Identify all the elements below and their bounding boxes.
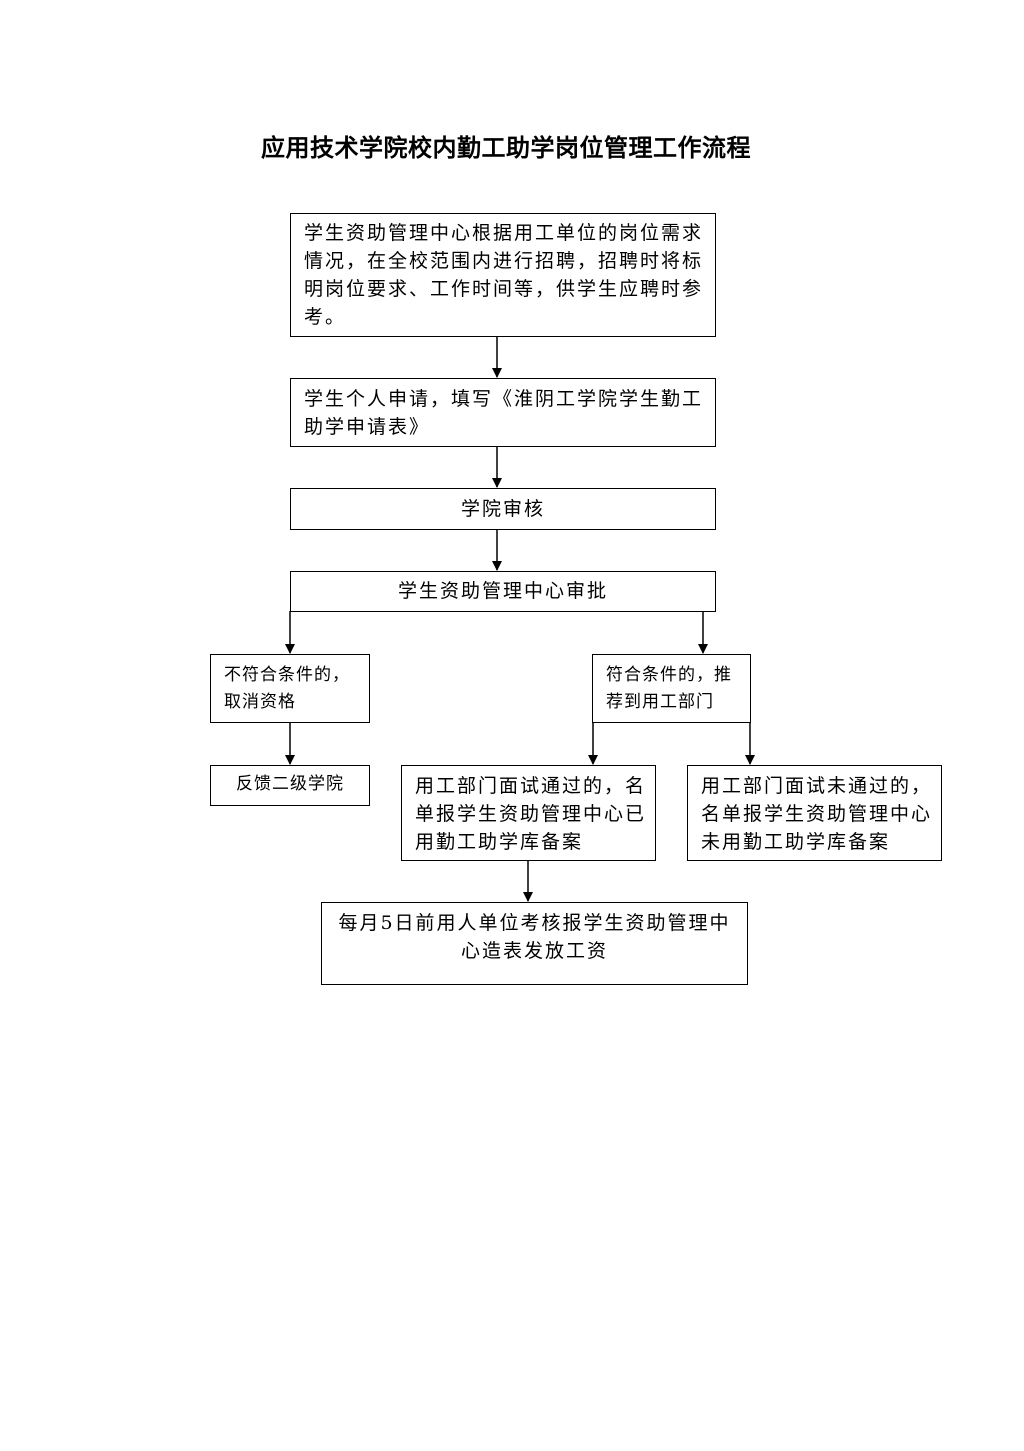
step-interview-fail-text: 用工部门面试未通过的，名单报学生资助管理中心未用勤工助学库备案 <box>701 775 933 853</box>
step-college-review-box: 学院审核 <box>290 488 716 530</box>
step-not-qualified-text: 不符合条件的，取消资格 <box>224 665 350 712</box>
page-title: 应用技术学院校内勤工助学岗位管理工作流程 <box>261 134 751 162</box>
step-salary-box: 每月5日前用人单位考核报学生资助管理中心造表发放工资 <box>321 902 748 985</box>
step-not-qualified-box: 不符合条件的，取消资格 <box>210 654 370 723</box>
step-qualified-text: 符合条件的，推荐到用工部门 <box>606 665 732 712</box>
step-qualified-box: 符合条件的，推荐到用工部门 <box>592 654 751 723</box>
step-recruit-box: 学生资助管理中心根据用工单位的岗位需求情况，在全校范围内进行招聘，招聘时将标明岗… <box>290 213 716 337</box>
step-center-approve-box: 学生资助管理中心审批 <box>290 571 716 612</box>
step-interview-pass-text: 用工部门面试通过的，名单报学生资助管理中心已用勤工助学库备案 <box>415 775 647 853</box>
step-salary-text: 每月5日前用人单位考核报学生资助管理中心造表发放工资 <box>338 912 731 962</box>
step-feedback-text: 反馈二级学院 <box>236 774 344 794</box>
step-apply-text: 学生个人申请，填写《淮阴工学院学生勤工助学申请表》 <box>304 388 704 438</box>
step-interview-pass-box: 用工部门面试通过的，名单报学生资助管理中心已用勤工助学库备案 <box>401 765 656 861</box>
step-college-review-text: 学院审核 <box>460 498 545 520</box>
step-recruit-text: 学生资助管理中心根据用工单位的岗位需求情况，在全校范围内进行招聘，招聘时将标明岗… <box>304 222 704 328</box>
step-apply-box: 学生个人申请，填写《淮阴工学院学生勤工助学申请表》 <box>290 378 716 447</box>
step-center-approve-text: 学生资助管理中心审批 <box>397 580 608 602</box>
step-interview-fail-box: 用工部门面试未通过的，名单报学生资助管理中心未用勤工助学库备案 <box>687 765 942 861</box>
step-feedback-box: 反馈二级学院 <box>210 765 370 806</box>
